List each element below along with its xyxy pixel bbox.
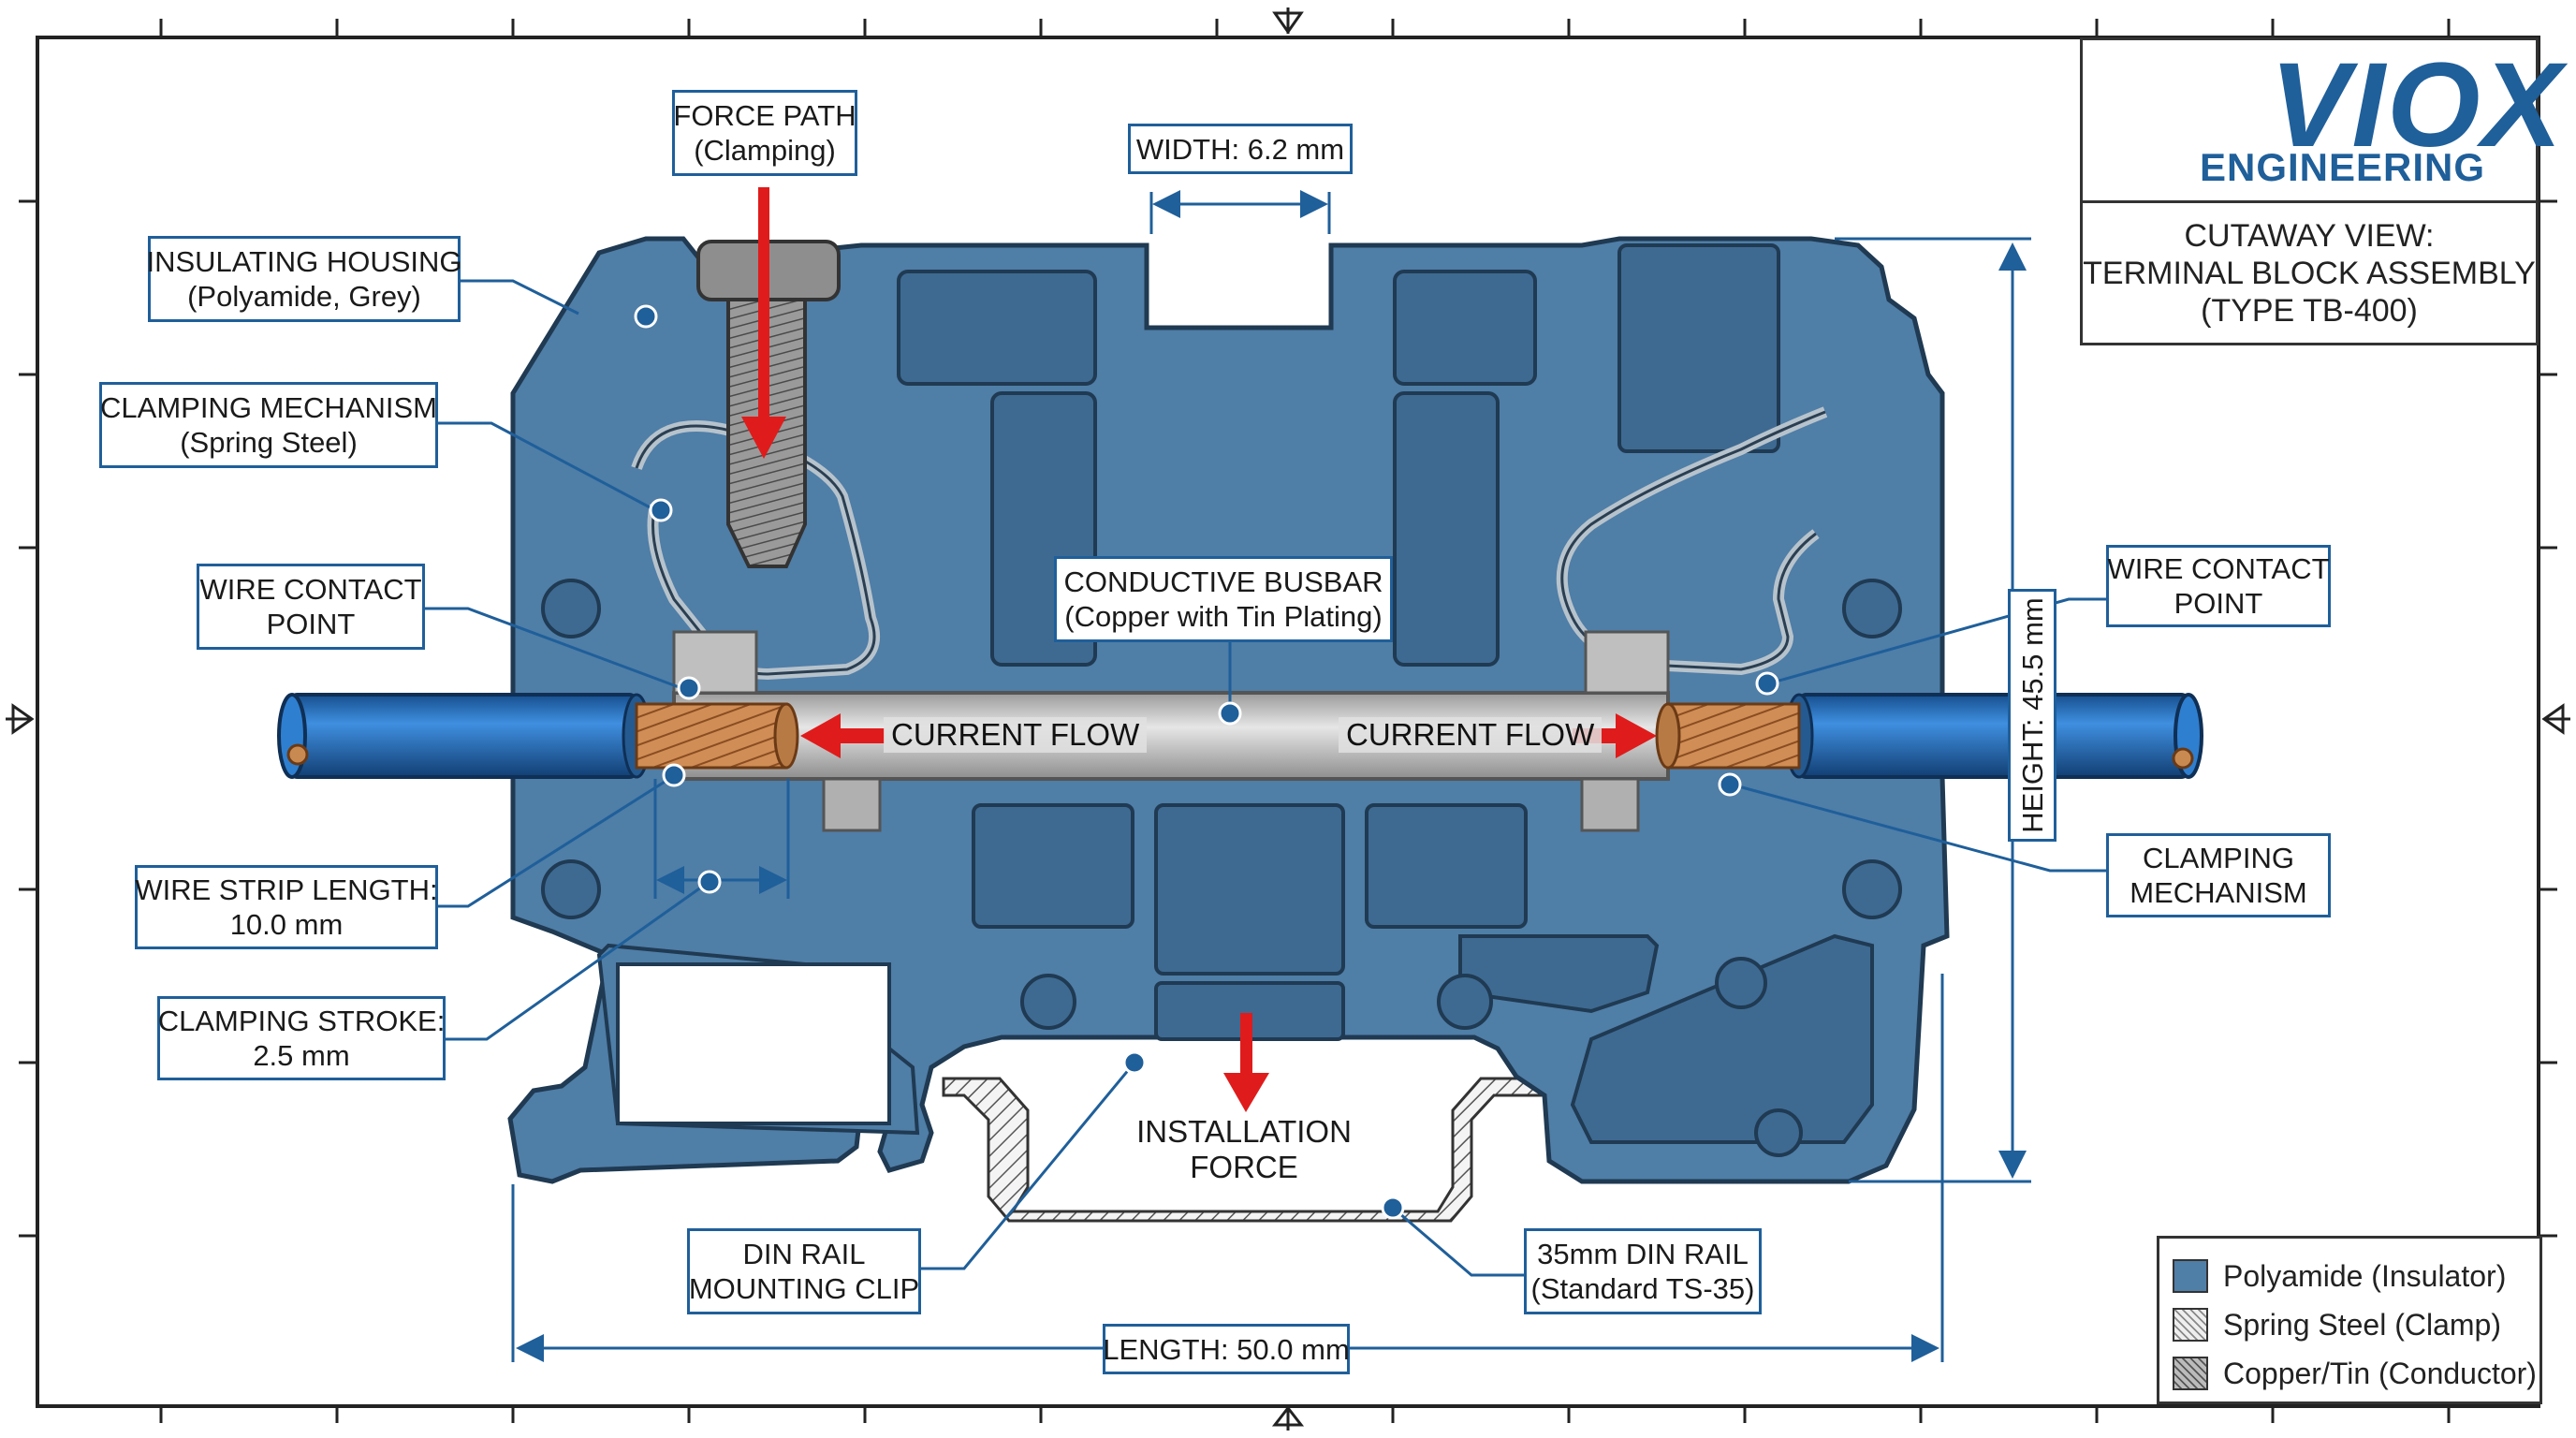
legend-item-copper-tin: Copper/Tin (Conductor)	[2173, 1349, 2539, 1398]
installation-force-arrow	[1223, 1013, 1269, 1112]
right-wire	[1655, 693, 2203, 779]
centering-marks	[6, 7, 2570, 1431]
label-force-path: FORCE PATH (Clamping)	[672, 90, 857, 176]
frame-ticks	[19, 19, 2557, 1423]
label-clamping-mechanism-right: CLAMPING MECHANISM	[2106, 833, 2331, 917]
title-line-1: CUTAWAY VIEW:	[2184, 217, 2435, 254]
strip-length-dimension	[653, 779, 790, 899]
title-block: CUTAWAY VIEW: TERMINAL BLOCK ASSEMBLY (T…	[2080, 200, 2539, 345]
materials-legend: Polyamide (Insulator) Spring Steel (Clam…	[2157, 1236, 2542, 1404]
label-height: HEIGHT: 45.5 mm	[2008, 589, 2056, 842]
title-line-2: TERMINAL BLOCK ASSEMBLY	[2083, 255, 2536, 291]
copper-tin-swatch	[2173, 1357, 2208, 1390]
label-insulating-housing: INSULATING HOUSING (Polyamide, Grey)	[146, 236, 462, 322]
label-width: WIDTH: 6.2 mm	[1128, 124, 1353, 174]
leader-lines	[423, 279, 2106, 1277]
label-wire-contact-left: WIRE CONTACT POINT	[197, 564, 425, 650]
label-din-rail-clip: DIN RAIL MOUNTING CLIP	[687, 1228, 921, 1314]
logo-sub-text: ENGINEERING	[2200, 145, 2486, 189]
current-flow-left-text: CURRENT FLOW	[884, 717, 1148, 753]
housing-cavities	[541, 243, 1902, 1157]
leader-dots	[634, 304, 1779, 1220]
left-wire	[277, 693, 799, 779]
legend-item-spring-steel: Spring Steel (Clamp)	[2173, 1300, 2539, 1349]
current-flow-right-text: CURRENT FLOW	[1339, 717, 1603, 753]
left-copper-strands	[635, 702, 788, 770]
installation-force-text: INSTALLATION FORCE	[1136, 1114, 1352, 1184]
force-path-arrow	[741, 187, 786, 459]
label-wire-contact-right: WIRE CONTACT POINT	[2106, 545, 2331, 627]
current-flow-left-arrow	[800, 713, 885, 758]
right-copper-strands	[1666, 702, 1801, 770]
logo-brand-text: VIOX	[2270, 38, 2564, 172]
label-din-rail: 35mm DIN RAIL (Standard TS-35)	[1524, 1228, 1762, 1314]
legend-item-polyamide: Polyamide (Insulator)	[2173, 1252, 2539, 1300]
title-line-3: (TYPE TB-400)	[2201, 292, 2418, 329]
width-dimension	[1149, 190, 1331, 234]
label-clamping-stroke: CLAMPING STROKE: 2.5 mm	[157, 996, 446, 1080]
spring-steel-swatch	[2173, 1308, 2208, 1342]
logo-box: VIOX ENGINEERING	[2080, 37, 2562, 202]
polyamide-swatch	[2173, 1259, 2208, 1293]
label-length: LENGTH: 50.0 mm	[1103, 1324, 1350, 1374]
label-conductive-busbar: CONDUCTIVE BUSBAR (Copper with Tin Plati…	[1054, 556, 1393, 642]
label-wire-strip-length: WIRE STRIP LENGTH: 10.0 mm	[135, 865, 438, 949]
label-clamping-mechanism-left: CLAMPING MECHANISM (Spring Steel)	[99, 382, 438, 468]
